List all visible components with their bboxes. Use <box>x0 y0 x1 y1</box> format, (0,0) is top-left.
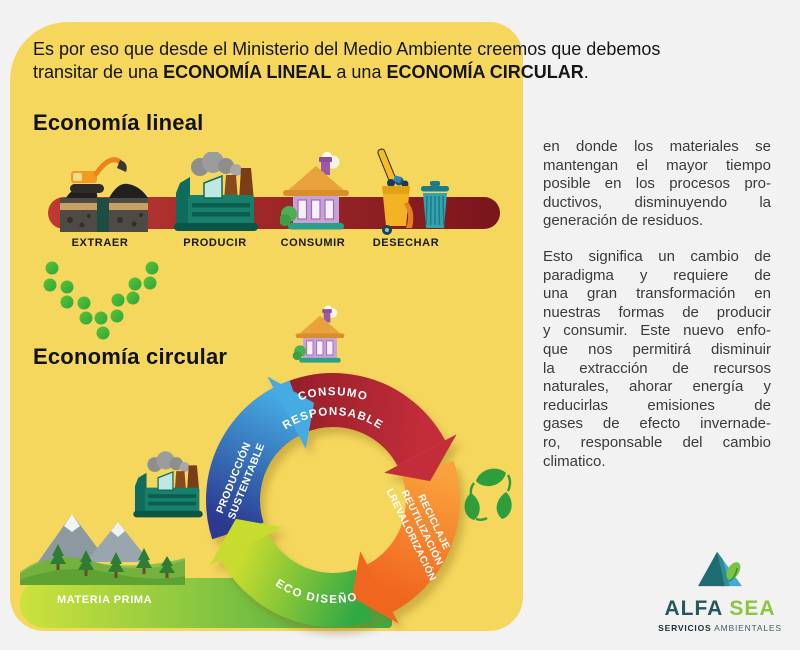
stage-consumo-line1: CONSUMO <box>297 386 369 403</box>
text-line: reducirlas emisiones de <box>543 396 771 414</box>
alfa-sea-logo: ALFA SEA SERVICIOS AMBIENTALES <box>653 546 787 633</box>
text-line: la extracción de recursos <box>543 359 771 377</box>
circular-economy-ring: CONSUMO RESPONSABLE ECO DISEÑO RECICLAJE… <box>206 373 460 627</box>
intro-text: Es por eso que desde el Ministerio del M… <box>33 38 773 84</box>
circular-economy-title: Economía circular <box>33 344 228 369</box>
factory-icon <box>174 152 258 231</box>
text-line: en donde los materiales se <box>543 138 771 155</box>
step-label-desechar: DESECHAR <box>372 237 440 249</box>
text-line: gases de efecto invernade- <box>543 415 771 433</box>
logo-tagline: SERVICIOS AMBIENTALES <box>658 623 782 633</box>
sidebar-paragraph-2: Esto significa un cambio de paradigma y … <box>543 248 771 471</box>
text-line: y consumir. Este nuevo enfo- <box>543 322 771 340</box>
intro-line1: Es por eso que desde el Ministerio del M… <box>33 39 661 59</box>
text-line: naturales, ahorar energía y <box>543 378 771 396</box>
excavator-icon <box>60 157 148 232</box>
trash-bins-icon <box>377 148 449 235</box>
text-line: Esto significa un cambio de <box>543 248 771 265</box>
green-dots-v-icon <box>43 261 159 340</box>
text-line: ro, responsable del cambio <box>543 433 771 451</box>
factory-icon <box>133 451 203 518</box>
materia-prima-label: MATERIA PRIMA <box>57 594 153 606</box>
house-icon <box>292 305 345 363</box>
text-line: climatico. <box>543 452 606 470</box>
mountains-icon <box>20 514 185 585</box>
logo-mountain-icon <box>698 551 742 587</box>
step-label-producir: PRODUCIR <box>183 237 247 249</box>
house-icon <box>280 152 349 230</box>
text-line: paradigma y requiere de <box>543 266 771 284</box>
text-line: nuestras formas de producir <box>543 303 771 321</box>
recycle-leaves-icon <box>464 468 512 521</box>
text-line: generación de residuos. <box>543 212 704 230</box>
step-label-extraer: EXTRAER <box>71 237 129 249</box>
text-line: ductivos, disminuyendo la <box>543 193 771 211</box>
text-line: posible en los procesos pro- <box>543 175 771 193</box>
text-line: una gran transformación en <box>543 285 771 303</box>
linear-economy-title: Economía lineal <box>33 110 204 135</box>
step-label-consumir: CONSUMIR <box>280 237 346 249</box>
text-line: mantengan el mayor tiempo <box>543 156 771 174</box>
intro-line2: transitar de una ECONOMÍA LINEAL a una E… <box>33 62 589 82</box>
logo-name: ALFA SEA <box>664 597 776 620</box>
text-line: que nos permitirá disminuir <box>543 340 771 358</box>
sidebar-paragraph-1: en donde los materiales se mantengan el … <box>543 138 771 231</box>
